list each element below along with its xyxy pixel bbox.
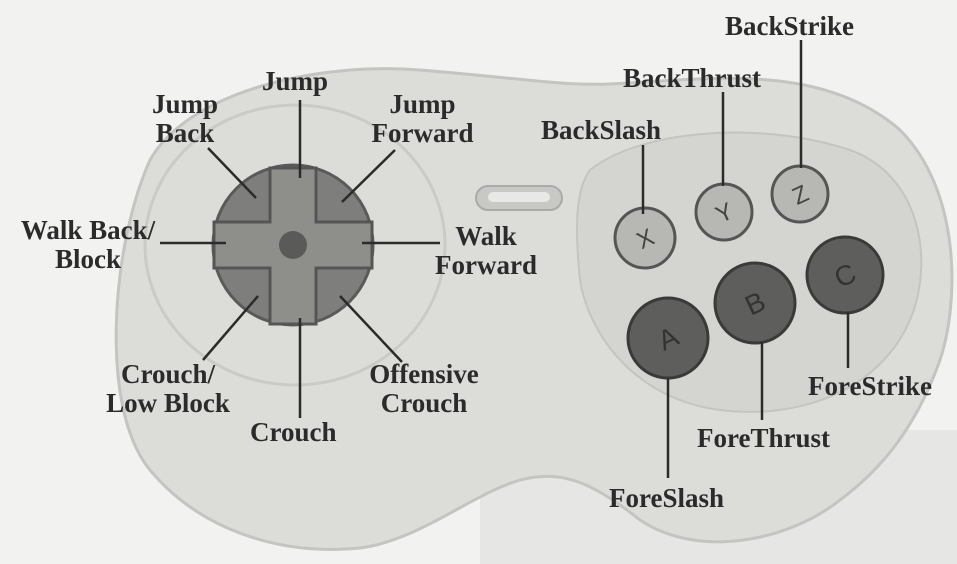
- label-crouch-block: Crouch/ Low Block: [94, 360, 242, 418]
- label-crouch: Crouch: [250, 418, 337, 447]
- start-button-highlight: [488, 192, 550, 202]
- label-crouch-block-line2: Low Block: [94, 389, 242, 418]
- label-jump-back: Jump Back: [142, 90, 228, 148]
- label-jump-back-line1: Jump: [142, 90, 228, 119]
- label-offensive-crouch: Offensive Crouch: [356, 360, 492, 418]
- label-fore-thrust: ForeThrust: [697, 424, 830, 453]
- button-z[interactable]: Z: [772, 166, 828, 222]
- label-jump-forward-line1: Jump: [360, 90, 485, 119]
- label-crouch-block-line1: Crouch/: [94, 360, 242, 389]
- label-walk-back-line2: Block: [8, 245, 168, 274]
- button-c[interactable]: C: [807, 237, 883, 313]
- label-jump-forward: Jump Forward: [360, 90, 485, 148]
- label-back-slash: BackSlash: [541, 116, 661, 145]
- label-walk-forward: Walk Forward: [425, 222, 547, 280]
- label-jump-back-line2: Back: [142, 119, 228, 148]
- label-jump-forward-line2: Forward: [360, 119, 485, 148]
- label-walk-back: Walk Back/ Block: [8, 216, 168, 274]
- label-offensive-crouch-line1: Offensive: [356, 360, 492, 389]
- label-back-strike: BackStrike: [725, 12, 854, 41]
- label-walk-forward-line2: Forward: [425, 251, 547, 280]
- label-fore-strike: ForeStrike: [808, 372, 932, 401]
- label-back-thrust: BackThrust: [623, 64, 761, 93]
- button-y[interactable]: Y: [696, 184, 752, 240]
- label-offensive-crouch-line2: Crouch: [356, 389, 492, 418]
- button-a[interactable]: A: [628, 298, 708, 378]
- label-jump: Jump: [262, 67, 328, 96]
- button-b[interactable]: B: [715, 263, 795, 343]
- button-x[interactable]: X: [615, 208, 675, 268]
- dpad[interactable]: [213, 165, 373, 325]
- label-walk-forward-line1: Walk: [425, 222, 547, 251]
- label-walk-back-line1: Walk Back/: [8, 216, 168, 245]
- label-fore-slash: ForeSlash: [609, 484, 724, 513]
- dpad-center: [279, 231, 307, 259]
